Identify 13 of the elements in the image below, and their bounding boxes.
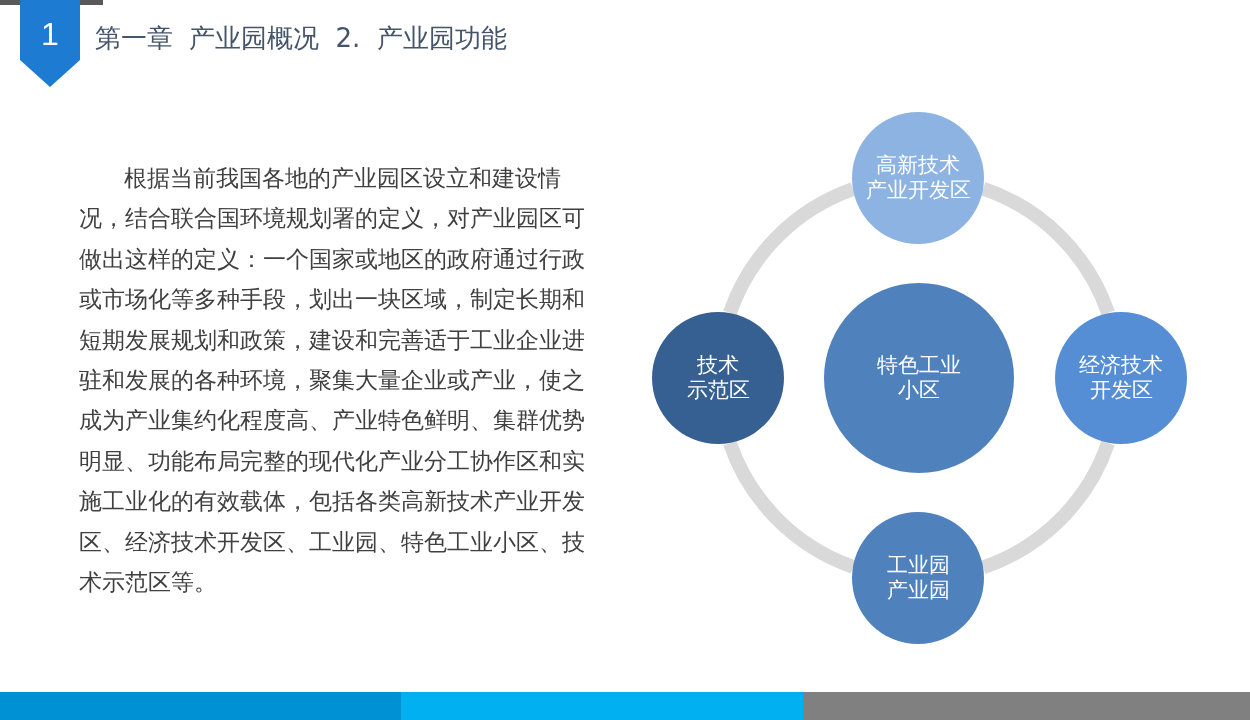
ring-arc [980,182,1115,316]
number-badge [20,0,80,87]
circle-label: 工业园产业园 [886,553,950,603]
circle-label: 特色工业小区 [877,353,961,403]
circle-label: 技术示范区 [686,353,750,403]
body-paragraph: 根据当前我国各地的产业园区设立和建设情况，结合联合国环境规划署的定义，对产业园区可做出这样的定义：一个国家或地区的政府通过行政或市场化等多种手段，划出一块区域，制定长期和短期发展规划和政策，建设和完善适于工业企业进驻和发展的各种环境，聚集大量企业或产业，使之成为产业集约化程度高、产业特色鲜明、集群优势明显、功能布局完整的现代化产业分工协作区和实施工业化的有效载体，包括各类高新技术产业开发区、经济技术开发区、工业园、特色工业小区、技术示范区等。 [79,164,586,598]
slide-title: 第一章 产业园概况 2. 产业园功能 [95,22,507,55]
circle-label: 高新技术产业开发区 [865,153,971,203]
ring-arc [980,440,1115,574]
badge-number: 1 [40,16,60,52]
ring-arc [723,440,856,574]
ring-arc [723,182,856,316]
circle-label: 经济技术开发区 [1079,353,1163,403]
